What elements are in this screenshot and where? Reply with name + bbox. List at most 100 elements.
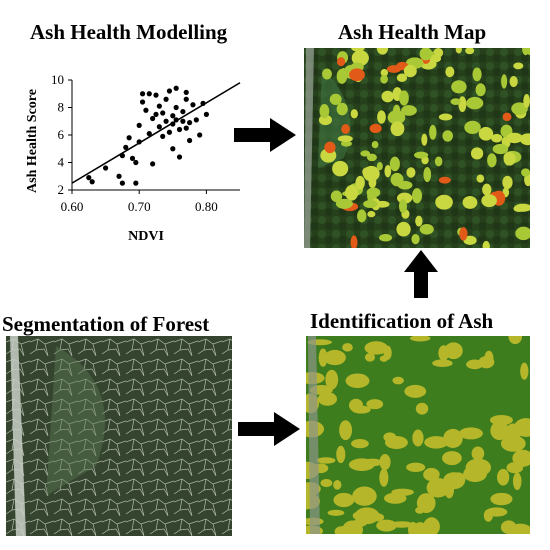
- data-point: [160, 110, 166, 116]
- tree-crown: [411, 188, 423, 204]
- data-point: [146, 91, 152, 97]
- arrow-right-top: [234, 118, 296, 152]
- tree-crown: [403, 64, 417, 78]
- tree-crown: [513, 62, 524, 70]
- ash-crown: [376, 519, 397, 532]
- data-point: [170, 113, 176, 119]
- y-tick-label: 10: [51, 72, 64, 87]
- tree-crown: [401, 105, 417, 116]
- tree-crown: [411, 234, 420, 245]
- tree-crown: [522, 48, 530, 56]
- ash-crown: [508, 523, 530, 534]
- tree-crown: [319, 104, 330, 119]
- tree-crown: [351, 50, 369, 66]
- tree-crown: [389, 156, 400, 172]
- data-point: [150, 161, 156, 167]
- tree-crown: [482, 240, 490, 248]
- arrow-up: [404, 250, 438, 298]
- tree-crown: [503, 152, 516, 166]
- ash-crown: [333, 492, 355, 508]
- data-point: [197, 132, 203, 138]
- data-point: [103, 165, 109, 171]
- ash-crown: [320, 479, 333, 488]
- ash-crown: [371, 513, 385, 522]
- ash-crown: [352, 486, 377, 506]
- tree-crown: [470, 147, 484, 160]
- data-point: [126, 135, 132, 141]
- tree-crown: [502, 112, 512, 122]
- tree-crown: [371, 140, 379, 149]
- tree-crown: [387, 110, 406, 125]
- ash-crown: [512, 472, 522, 491]
- data-point: [163, 96, 169, 102]
- ash-crown: [349, 398, 363, 412]
- ash-crown: [442, 451, 462, 466]
- ash-crown: [383, 492, 407, 504]
- ash-crown: [465, 458, 492, 477]
- ash-crown: [471, 446, 485, 461]
- ash-crown: [324, 349, 346, 366]
- tree-crown: [399, 90, 409, 106]
- ash-crown: [316, 457, 336, 464]
- tree-crown: [502, 175, 513, 190]
- data-point: [143, 107, 149, 113]
- ash-crown: [490, 421, 509, 441]
- ash-crown: [497, 468, 510, 486]
- ash-crown: [364, 341, 388, 355]
- data-point: [89, 179, 95, 185]
- data-point: [183, 125, 189, 131]
- tree-crown: [380, 68, 389, 77]
- ash-crown: [520, 362, 529, 380]
- title-ash-health-modelling: Ash Health Modelling: [30, 20, 228, 44]
- ash-crown: [364, 352, 376, 362]
- ash-crown: [379, 355, 388, 362]
- tree-crown: [521, 168, 530, 177]
- tree-crown: [390, 172, 404, 187]
- data-point: [86, 175, 92, 181]
- tree-crown: [466, 96, 484, 110]
- ash-crown: [409, 336, 431, 342]
- y-tick-label: 2: [58, 182, 65, 197]
- data-point: [116, 173, 122, 179]
- ash-crown: [406, 462, 426, 473]
- data-point: [150, 115, 156, 122]
- data-point: [187, 120, 193, 126]
- tree-crown: [445, 66, 455, 78]
- ash-crown: [379, 454, 391, 471]
- trendline: [71, 82, 241, 184]
- tree-crown: [332, 160, 349, 177]
- ash-crown: [423, 517, 440, 534]
- tree-crown: [464, 120, 481, 134]
- ash-crown: [362, 458, 383, 467]
- data-point: [153, 92, 159, 98]
- tree-crown: [438, 113, 453, 121]
- ash-crown: [432, 359, 453, 368]
- data-point: [187, 137, 193, 144]
- data-point: [160, 133, 166, 139]
- ash-crown: [334, 526, 350, 534]
- tree-crown: [462, 195, 478, 209]
- tree-crown: [324, 141, 336, 154]
- tree-crown: [336, 57, 346, 67]
- tree-crown: [345, 184, 359, 201]
- tree-crown: [450, 98, 461, 105]
- tree-crown: [519, 133, 530, 146]
- ash-identification-image: [306, 336, 530, 534]
- tree-crown: [350, 109, 358, 119]
- data-point: [170, 146, 176, 152]
- ash-crown: [339, 420, 353, 441]
- ash-crown: [444, 481, 455, 499]
- data-point: [139, 91, 146, 97]
- data-point: [136, 122, 142, 128]
- data-point: [183, 96, 189, 102]
- data-point: [153, 111, 159, 117]
- tree-crown: [378, 234, 393, 242]
- tree-crown: [384, 164, 392, 178]
- tree-crown: [442, 130, 453, 142]
- data-point: [190, 102, 196, 108]
- title-ash-health-map: Ash Health Map: [338, 20, 487, 44]
- data-point: [123, 144, 129, 150]
- tree-crown: [501, 74, 508, 89]
- ash-crown: [512, 449, 530, 467]
